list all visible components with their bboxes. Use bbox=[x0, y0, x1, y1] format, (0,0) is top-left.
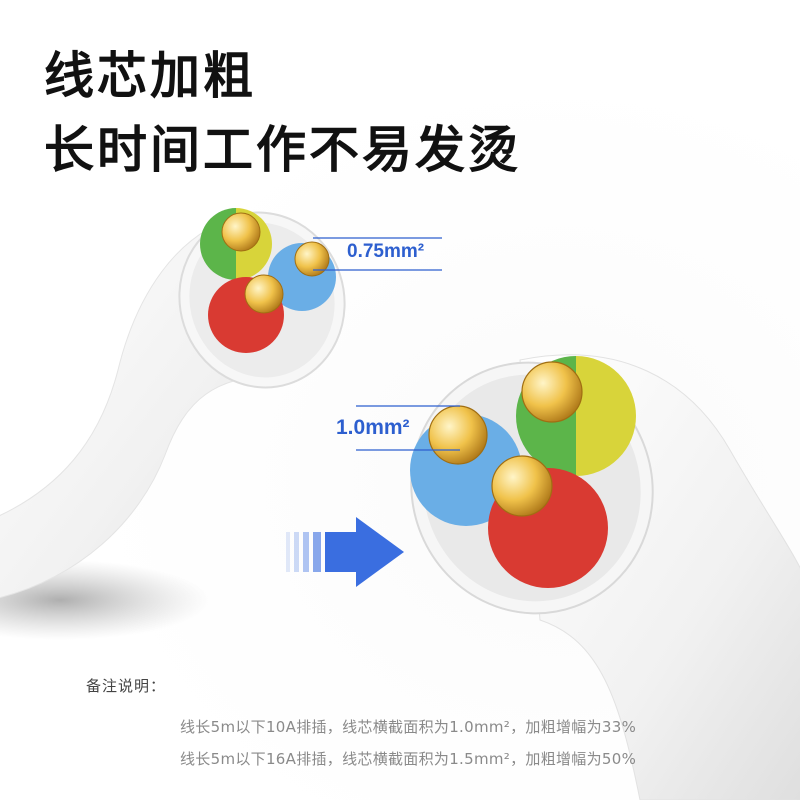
small-red-wire bbox=[208, 274, 284, 353]
small-cable-size-label: 0.75mm² bbox=[347, 241, 425, 262]
large-cable-size-label: 1.0mm² bbox=[336, 416, 410, 439]
arrow-right-icon bbox=[286, 517, 404, 587]
large-green-yellow-wire bbox=[516, 356, 636, 476]
headline-line1: 线芯加粗 bbox=[44, 47, 256, 105]
small-green-yellow-wire bbox=[200, 208, 272, 280]
small-blue-wire bbox=[268, 241, 336, 311]
headline-line2: 长时间工作不易发烫 bbox=[44, 121, 521, 179]
note-line-10a: 线长5m以下10A排插，线芯横截面积为1.0mm²，加粗增幅为33% bbox=[180, 718, 637, 736]
floor-shadow bbox=[0, 560, 210, 640]
large-red-wire bbox=[488, 455, 608, 588]
notes-title: 备注说明： bbox=[86, 677, 167, 695]
note-line-16a: 线长5m以下16A排插，线芯横截面积为1.5mm²，加粗增幅为50% bbox=[180, 750, 637, 768]
